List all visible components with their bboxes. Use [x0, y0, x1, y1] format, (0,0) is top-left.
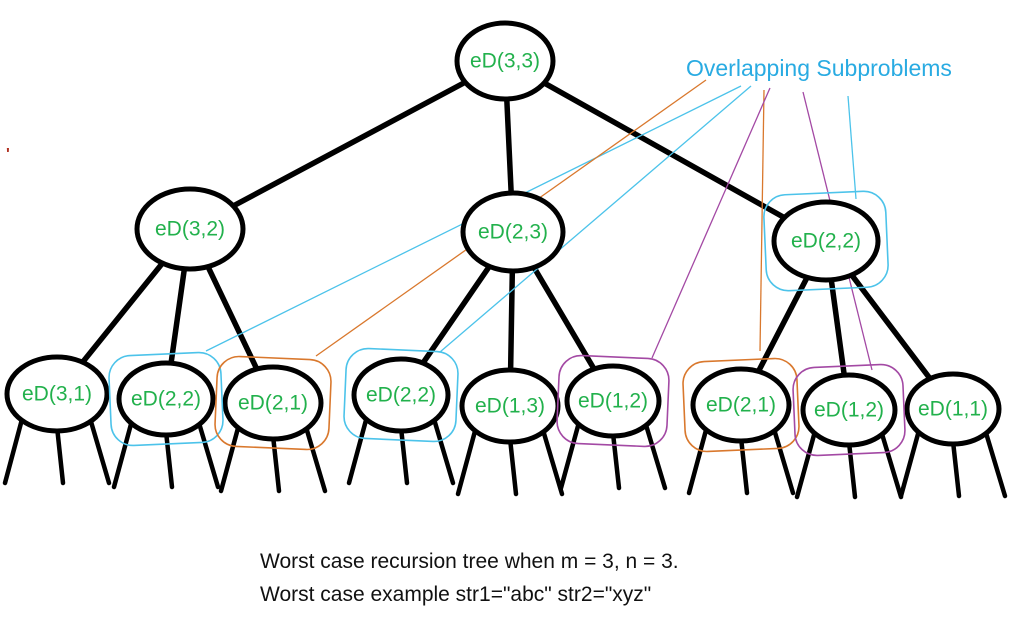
tree-node: [351, 356, 451, 434]
tree-edge: [502, 58, 829, 244]
tree-edge: [187, 58, 508, 232]
orange-highlight-outline: [214, 355, 332, 451]
cyan-highlight-outline: [763, 190, 889, 292]
leaf-stub: [558, 412, 584, 491]
leaf-stub: [898, 420, 924, 499]
tree-node-label: eD(2,2): [366, 384, 436, 407]
tree-node-label: eD(2,1): [238, 392, 308, 415]
tree-node: [4, 354, 110, 434]
caption: Worst case recursion tree when m = 3, n …: [260, 546, 679, 611]
tree-node-label: eD(2,3): [478, 221, 548, 244]
tree-node-label: eD(2,2): [791, 230, 861, 253]
tree-node: [690, 366, 792, 444]
tree-node: [116, 360, 216, 438]
tree-node: [904, 371, 1002, 447]
cyan-highlight-outline: [343, 347, 459, 443]
tree-node: [222, 364, 324, 442]
orange-highlight-outline: [682, 357, 800, 453]
tree-node-label: eD(1,2): [814, 399, 884, 422]
tree-node-label: eD(3,3): [470, 50, 540, 73]
tree-node-label: eD(3,1): [22, 383, 92, 406]
tree-node: [134, 186, 246, 272]
tree-node-label: eD(2,1): [706, 394, 776, 417]
overlapping-subproblems-label: Overlapping Subproblems: [686, 55, 952, 81]
tree-node-label: eD(2,2): [131, 388, 201, 411]
stray-mark: ': [6, 146, 10, 163]
leaf-stub: [794, 421, 820, 500]
cyan-highlight-outline: [108, 351, 224, 447]
orange-pointer-line: [759, 89, 765, 352]
tree-node-label: eD(1,1): [918, 398, 988, 421]
purple-highlight-outline: [556, 354, 670, 448]
tree-node-label: eD(1,3): [475, 395, 545, 418]
tree-node: [454, 20, 556, 102]
tree-node: [564, 363, 662, 439]
purple-pointer-line: [651, 87, 771, 359]
purple-highlight-outline: [792, 363, 906, 457]
tree-node: [800, 372, 898, 448]
cyan-pointer-line: [847, 95, 857, 200]
cyan-pointer-line: [439, 85, 752, 353]
tree-node: [771, 199, 881, 283]
tree-node: [460, 190, 566, 274]
tree-node-label: eD(1,2): [578, 390, 648, 413]
tree-node-label: eD(3,2): [155, 218, 225, 241]
caption-line-1: Worst case recursion tree when m = 3, n …: [260, 550, 679, 573]
caption-line-2: Worst case example str1="abc" str2="xyz": [260, 582, 652, 606]
